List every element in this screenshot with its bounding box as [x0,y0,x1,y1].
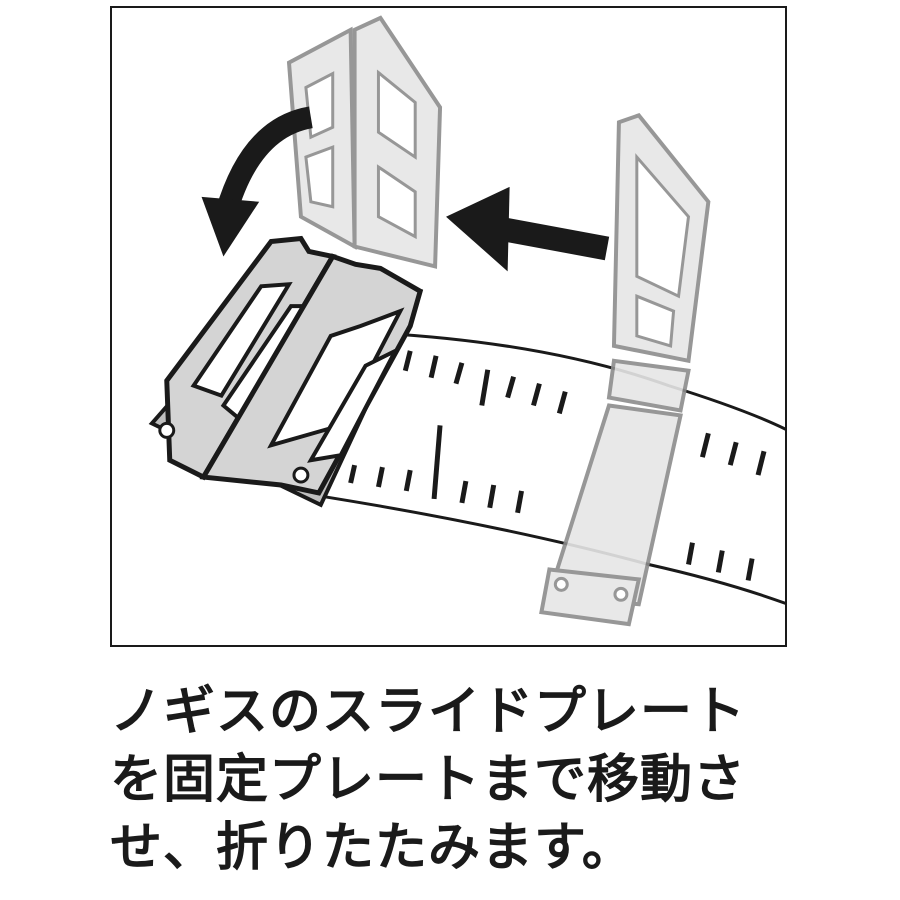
caption: ノギスのスライドプレート を固定プレートまで移動さ せ、折りたたみます。 [110,678,810,882]
caliper-illustration [148,15,785,627]
caption-line-2: を固定プレートまで移動さ [110,750,747,810]
illustration-frame [110,6,787,647]
tape-ticks-bottom [348,425,755,581]
caption-line-3: せ、折りたたみます。 [110,818,635,878]
folded-plates [148,235,424,508]
ghost-plate-folding [286,15,443,269]
straight-arrow-icon [446,186,610,272]
ghost-plate-sliding [539,112,711,627]
measuring-tape [324,329,785,605]
curved-arrow-icon [201,106,314,257]
tape-ticks-top [402,350,767,476]
caption-line-1: ノギスのスライドプレート [110,682,747,742]
